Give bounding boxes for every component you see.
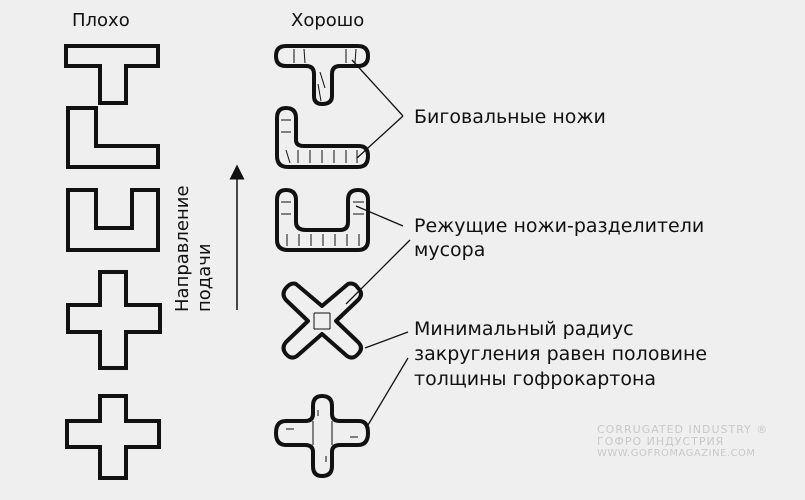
good-t-shape: [274, 44, 370, 106]
bad-l-shape: [66, 106, 160, 169]
watermark-site: WWW.GOFROMAGAZINE.COM: [597, 448, 756, 459]
header-bad: Плохо: [72, 10, 130, 31]
bad-u-shape: [66, 188, 160, 252]
watermark-logo-left: CORRUGATED INDUSTRY: [597, 423, 752, 436]
callout-radius-line3: толщины гофрокартона: [414, 368, 657, 390]
bad-cross-shape: [66, 270, 162, 370]
feed-direction-label: Направление подачи: [168, 178, 228, 312]
watermark: CORRUGATED INDUSTRY ® ГОФРО ИНДУСТРИЯ WW…: [597, 424, 805, 460]
header-good: Хорошо: [291, 10, 365, 31]
feed-direction-line2: подачи: [194, 243, 215, 312]
feed-direction-line1: Направление: [172, 185, 193, 312]
good-x-shape: [281, 281, 363, 360]
leader-lines: [345, 59, 411, 426]
good-cross-shape: [274, 394, 370, 478]
bad-cross-shape-2: [65, 394, 161, 480]
callout-radius-line2: закругления равен половине: [414, 343, 708, 365]
good-l-shape: [275, 106, 370, 169]
callout-cutting-knives-line1: Режущие ножи-разделители: [414, 215, 705, 237]
good-u-shape: [275, 188, 370, 252]
callout-radius-line1: Минимальный радиус: [414, 318, 634, 340]
bad-t-shape: [64, 44, 160, 105]
crease-hatching: [281, 48, 364, 462]
callout-creasing-knives: Биговальные ножи: [414, 106, 606, 128]
callout-cutting-knives-line2: мусора: [414, 239, 486, 261]
watermark-logo-right: ГОФРО ИНДУСТРИЯ: [597, 435, 725, 448]
